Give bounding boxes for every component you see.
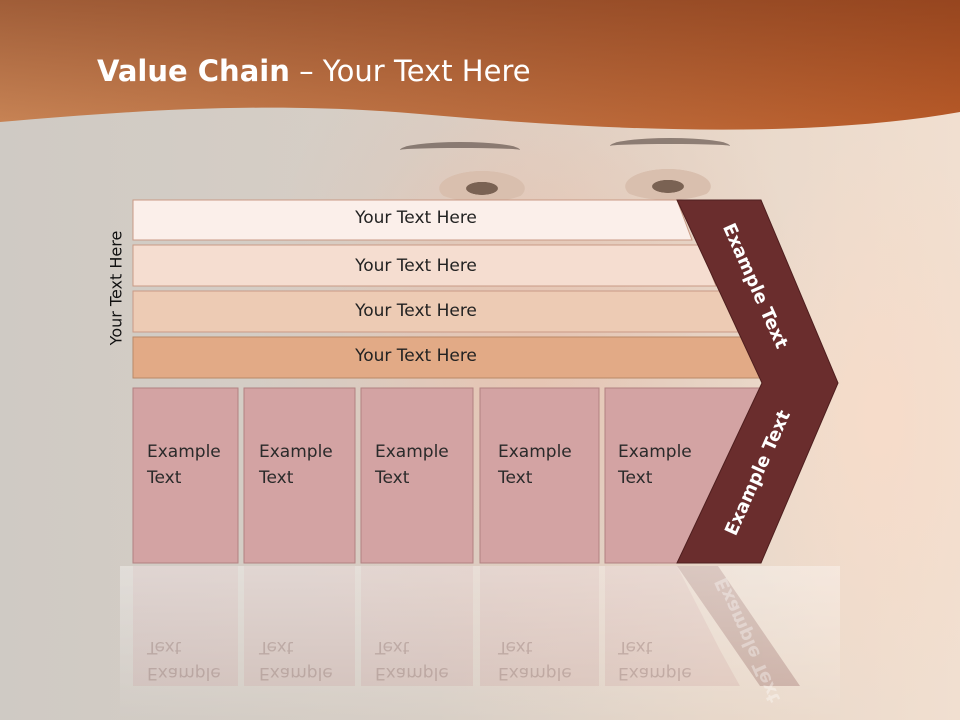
box-reflection-4: Example Text <box>498 637 572 683</box>
eyebrow-left <box>400 142 520 158</box>
box-reflection-1: Example Text <box>147 637 221 683</box>
box-reflection-2: Example Text <box>259 637 333 683</box>
title-rest: – Your Text Here <box>289 54 531 88</box>
bar-shape-2 <box>132 244 717 287</box>
eyebrow-right <box>610 138 730 154</box>
bar-label-3: Your Text Here <box>355 301 477 321</box>
chevron-shape <box>676 199 839 564</box>
page-title: Value Chain – Your Text Here <box>97 54 531 88</box>
box-shape-1 <box>132 387 239 564</box>
box-shape-3 <box>360 387 474 564</box>
bar-label-1: Your Text Here <box>355 208 477 228</box>
box-shape-2 <box>243 387 356 564</box>
box-reflection-5: Example Text <box>618 637 692 683</box>
box-label-2: Example Text <box>259 442 333 488</box>
title-bold: Value Chain <box>97 54 290 88</box>
header-band <box>0 0 960 130</box>
box-reflection-3: Example Text <box>375 637 449 683</box>
bar-shape-1 <box>132 199 693 241</box>
box-label-3: Example Text <box>375 442 449 488</box>
activity-boxes <box>132 387 764 564</box>
bar-label-4: Your Text Here <box>355 346 477 366</box>
box-label-1: Example Text <box>147 442 221 488</box>
eye-left <box>432 168 532 202</box>
bar-label-2: Your Text Here <box>355 256 477 276</box>
box-shape-4 <box>479 387 600 564</box>
box-label-4: Example Text <box>498 442 572 488</box>
box-label-5: Example Text <box>618 442 692 488</box>
eye-right <box>618 166 718 200</box>
